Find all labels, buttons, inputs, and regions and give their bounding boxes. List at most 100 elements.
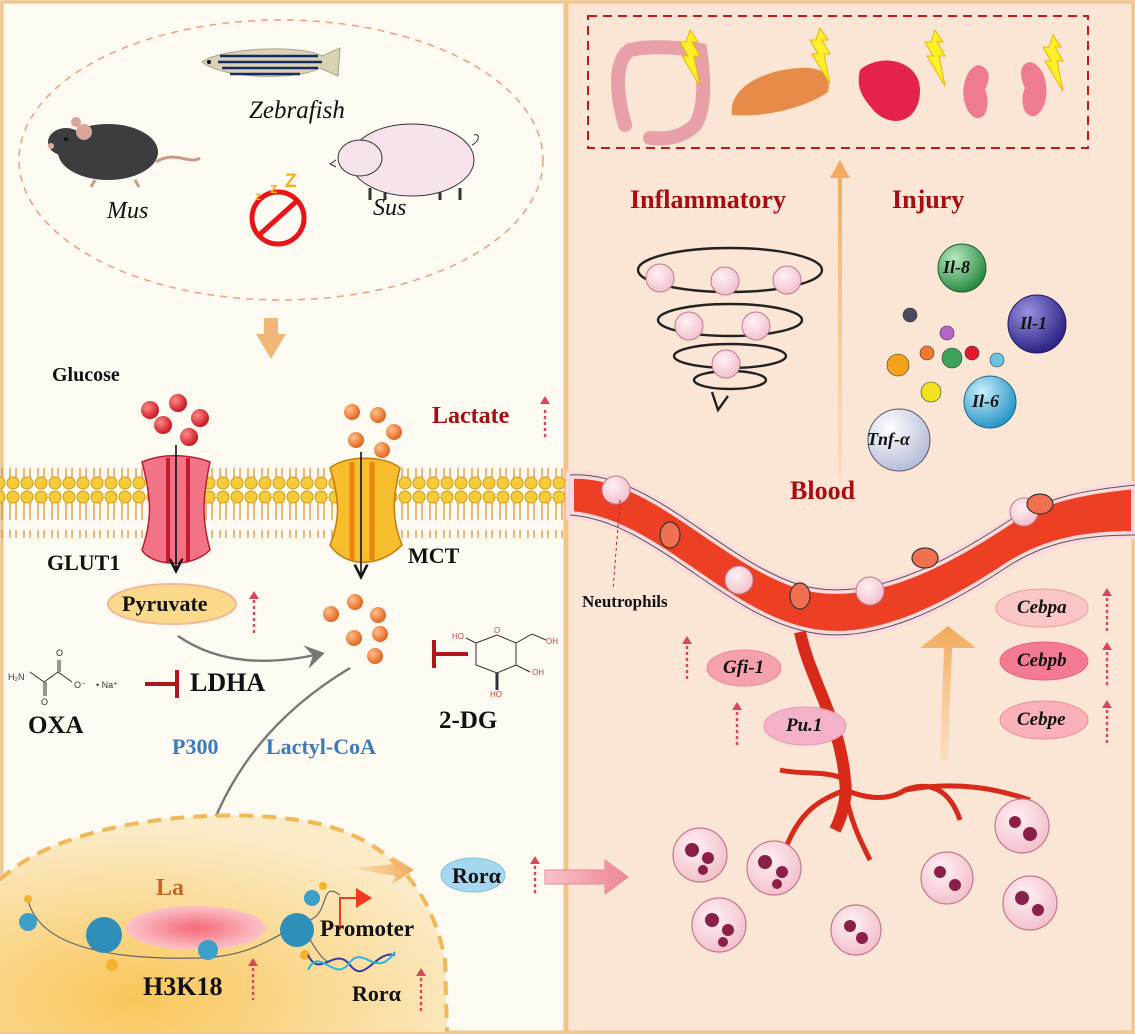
label-cebpa: Cebpa (1017, 597, 1067, 618)
2dg-oh2: OH (532, 668, 544, 677)
oxa-o-top: O (56, 648, 64, 658)
label-glucose: Glucose (52, 364, 120, 386)
glut1-transporter (141, 445, 211, 568)
label-glut1: GLUT1 (47, 550, 121, 575)
pyruvate-to-lactate-arrow (177, 635, 325, 669)
neutrophil-nuclei (685, 816, 1044, 947)
label-lactyl-coa: Lactyl-CoA (266, 734, 376, 759)
spleen-icon (858, 60, 920, 121)
small-cytokines (886, 307, 1005, 403)
label-zebrafish: Zebrafish (249, 97, 345, 124)
2dg-structure (465, 633, 547, 690)
oxa-h2n: H₂N (8, 672, 25, 682)
svg-text:z: z (270, 180, 278, 197)
label-rora-protein: Rorα (452, 863, 501, 888)
oxa-o-minus: O⁻ (74, 680, 86, 690)
mouse-icon (48, 117, 201, 188)
differentiation-up-arrow (920, 626, 976, 760)
2dg-inhibition (432, 640, 468, 668)
label-ldha: LDHA (190, 668, 266, 697)
2dg-oh1: OH (546, 637, 558, 646)
label-pyruvate: Pyruvate (122, 591, 208, 616)
label-h3k18: H3K18 (143, 972, 223, 1001)
label-la: La (156, 875, 185, 901)
svg-text:Z: Z (285, 171, 297, 192)
il8-bubble (937, 243, 987, 293)
cebpb-up-arrow (1102, 642, 1112, 688)
2dg-ho2: HO (490, 690, 502, 699)
label-sus: Sus (373, 195, 407, 221)
label-inflammatory: Inflammatory (630, 185, 786, 214)
mct-transporter (329, 452, 403, 574)
upward-progression-arrow (830, 160, 850, 478)
label-cebpe: Cebpe (1017, 709, 1066, 730)
svg-text:z: z (255, 189, 261, 203)
cebpb-oval (999, 641, 1089, 681)
tnf-bubble (867, 408, 931, 472)
label-blood: Blood (790, 476, 856, 505)
liver-icon (731, 67, 829, 116)
vessel-neutrophils (601, 475, 1039, 606)
nuclear-envelope (0, 813, 449, 1033)
label-injury: Injury (892, 185, 965, 214)
label-neutrophils: Neutrophils (582, 592, 668, 611)
oxa-inhibition (145, 670, 179, 698)
label-cebpb: Cebpb (1017, 650, 1067, 671)
rora-protein-oval (440, 857, 506, 893)
lactate-molecules-outside (344, 404, 402, 458)
export-arrow (350, 856, 414, 884)
cebpe-oval (999, 700, 1089, 740)
pig-icon (329, 123, 479, 200)
oxa-o-bottom: O (41, 697, 49, 707)
pyruvate-up-arrow (249, 591, 259, 635)
rora-protein-up-arrow (530, 856, 540, 894)
colon-icon (611, 40, 711, 146)
pu1-oval (763, 706, 847, 746)
kidneys-icon (963, 62, 1047, 119)
label-oxa: OXA (28, 712, 84, 739)
2dg-o: O (494, 626, 501, 635)
lactate-up-arrow (540, 396, 550, 440)
gfi1-oval (706, 649, 782, 687)
lactylation-site (126, 906, 266, 950)
cebpa-up-arrow (1102, 588, 1112, 632)
il6-bubble (963, 375, 1017, 429)
label-mus: Mus (107, 198, 149, 224)
2dg-ho1: HO (452, 632, 464, 641)
label-pu1: Pu.1 (786, 715, 823, 736)
label-il8: Il-8 (943, 257, 970, 277)
label-rora-gene: Rorα (352, 981, 401, 1006)
zebrafish-icon (201, 47, 341, 77)
gfi1-up-arrow (682, 636, 692, 680)
lightning-icons (679, 26, 1064, 92)
glucose-molecules (141, 394, 209, 446)
dna-helix (307, 951, 396, 973)
label-2dg: 2-DG (439, 707, 498, 734)
label-p300: P300 (172, 734, 219, 759)
chromatin (19, 882, 341, 971)
h3k18-up-arrow (248, 958, 258, 1000)
neutrophil-cluster (672, 798, 1058, 956)
lactate-molecules-inside (323, 594, 388, 664)
label-gfi1: Gfi-1 (723, 657, 765, 678)
oxa-structure (29, 660, 73, 696)
red-blood-cells (659, 493, 1054, 610)
il1-bubble (1007, 294, 1067, 354)
down-arrow (256, 318, 286, 359)
label-promoter: Promoter (320, 916, 415, 941)
cell-membrane (0, 468, 565, 538)
label-il6: Il-6 (972, 391, 999, 411)
cebpe-up-arrow (1102, 700, 1112, 744)
promoter-arrow (339, 888, 372, 930)
no-sleep-icon: z z Z (249, 171, 307, 247)
pyruvate-oval (107, 583, 237, 625)
label-il1: Il-1 (1020, 313, 1047, 333)
tornado-neutrophils (645, 263, 802, 379)
species-ellipse (18, 19, 544, 301)
pink-transition-arrow (544, 859, 629, 895)
cebpa-oval (995, 588, 1089, 628)
pu1-up-arrow (732, 702, 742, 746)
label-lactate: Lactate (432, 403, 510, 429)
